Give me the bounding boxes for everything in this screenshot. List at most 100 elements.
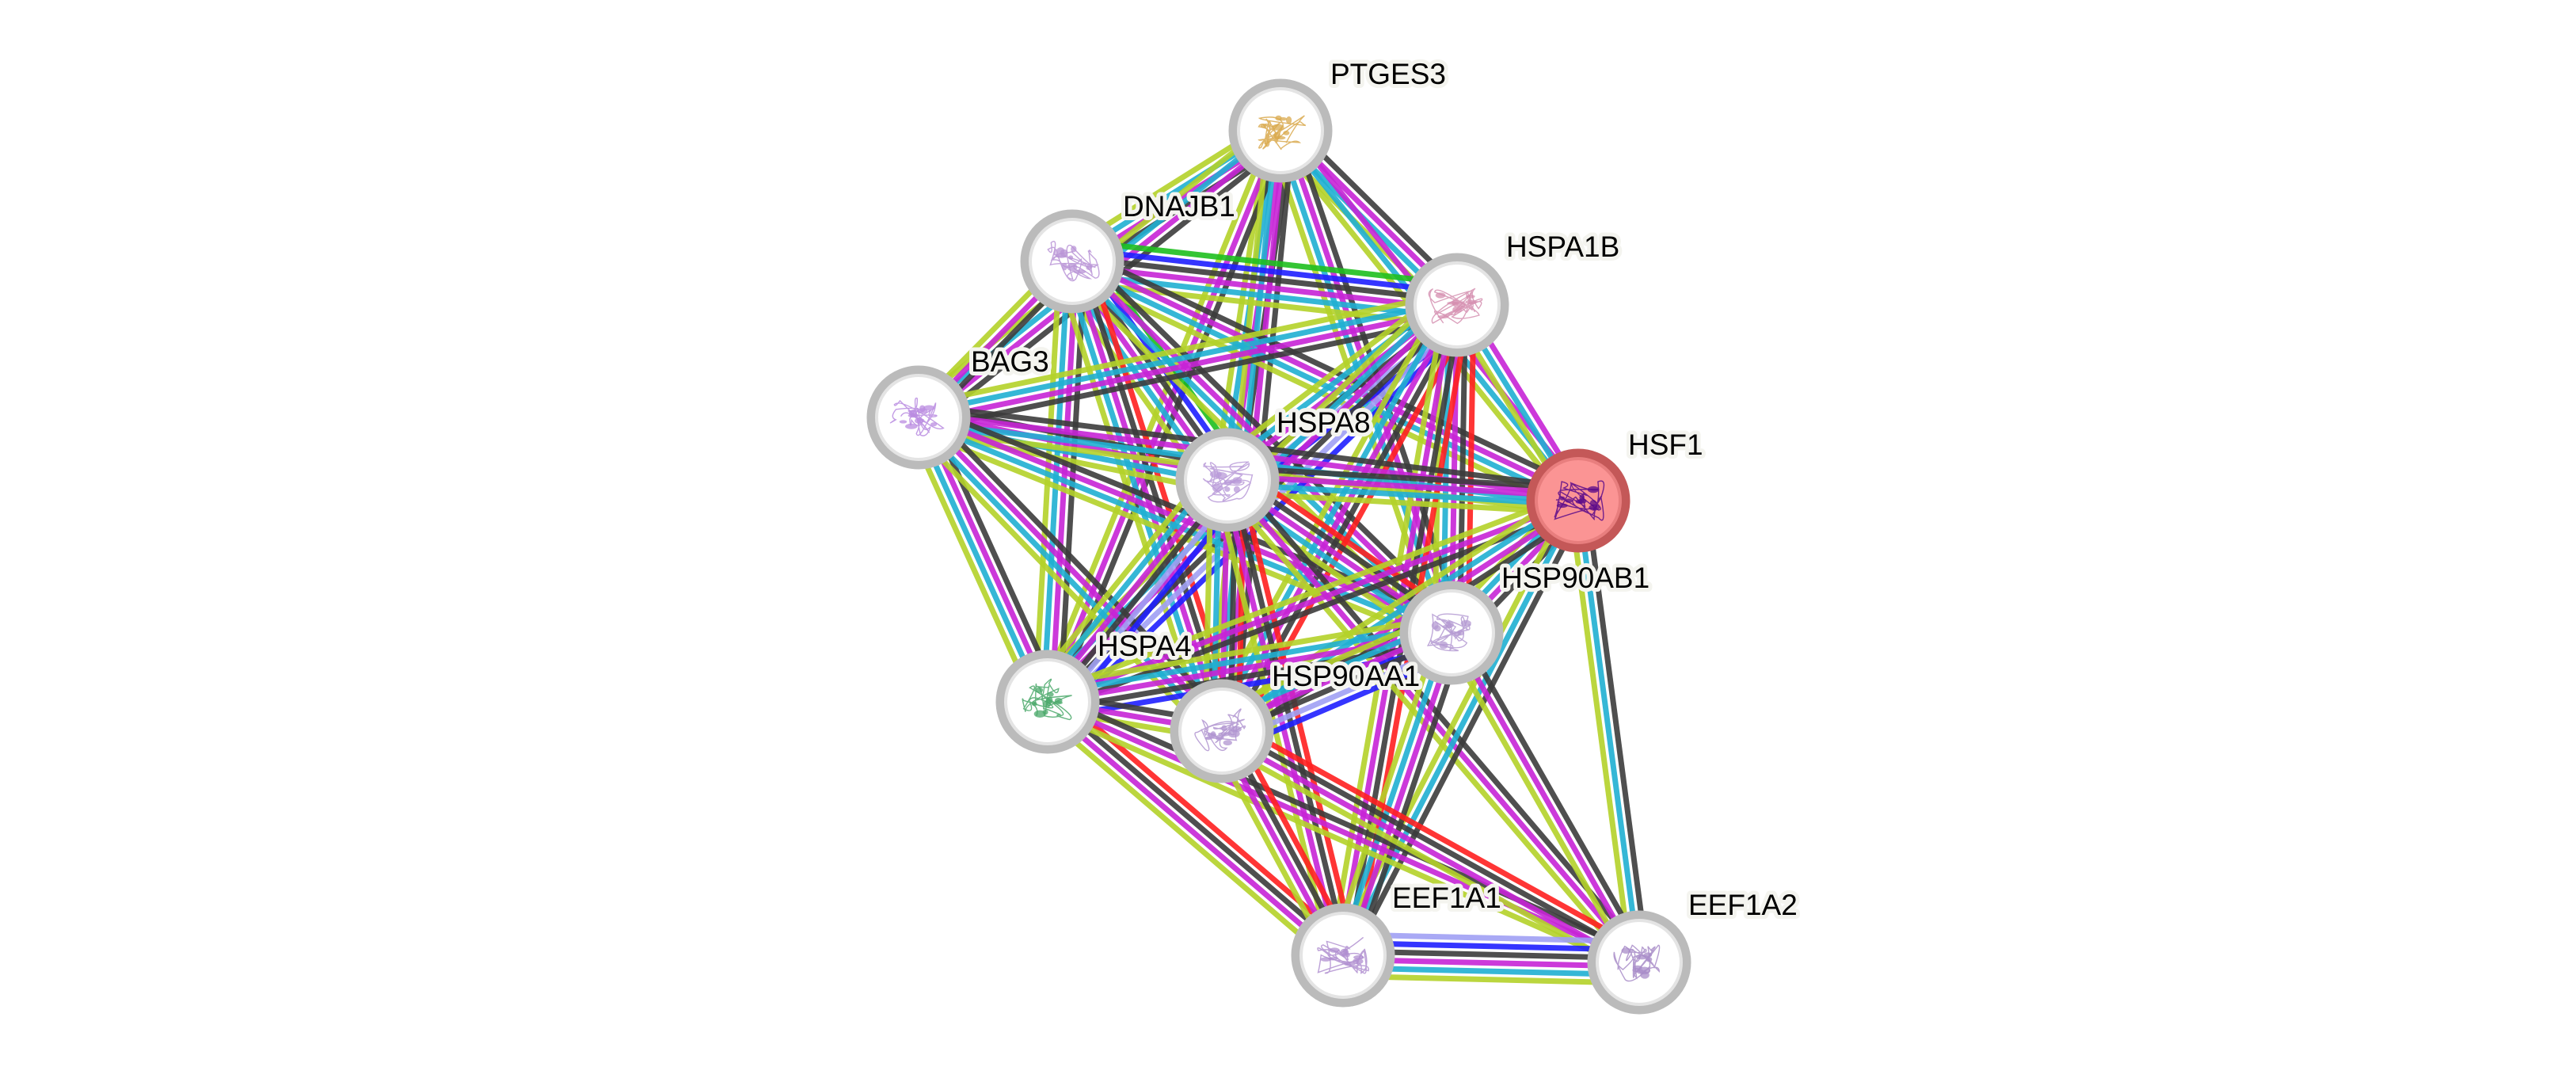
edge-evidence-databases — [912, 417, 1047, 705]
edge-evidence-textmining — [1069, 279, 1455, 329]
edge-evidence-coexpression — [1048, 638, 1454, 713]
edge-evidence-coexpression — [1352, 635, 1467, 961]
node-circle[interactable] — [1170, 679, 1274, 783]
edge-evidence-databases — [1218, 494, 1578, 730]
node-label-hsp90aa1[interactable]: HSP90AA1 — [1268, 656, 1424, 696]
edge-evidence-databases — [1336, 631, 1451, 955]
edge-evidence-textmining — [1226, 490, 1578, 516]
edge-evidence-coexpression — [920, 314, 1460, 432]
node-inner-shade — [1408, 589, 1495, 676]
protein-structure-icon — [1194, 708, 1246, 752]
edge-evidence-textmining — [904, 421, 1039, 708]
node-eef1a2[interactable] — [1587, 910, 1691, 1015]
edge-evidence-textmining — [1212, 286, 1447, 466]
edge-evidence-coexpression — [1227, 464, 1580, 491]
protein-structure-icon — [1022, 678, 1072, 721]
edge-evidence-textmining — [1567, 501, 1634, 964]
node-inner-shade — [1004, 658, 1091, 745]
edge-evidence-textmining — [1044, 613, 1450, 688]
protein-structure-icon — [1047, 241, 1100, 282]
protein-structure-icon — [1317, 936, 1369, 974]
edge-evidence-experiments — [1047, 630, 1452, 705]
edge-evidence-cooccurrence — [1073, 246, 1459, 295]
edge-evidence-experiments — [1227, 473, 1579, 500]
node-label-hsf1[interactable]: HSF1 — [1624, 425, 1707, 465]
edge-evidence-textmining — [907, 424, 1216, 742]
node-hsf1[interactable] — [1526, 448, 1630, 553]
protein-structure-icon — [1428, 288, 1483, 325]
node-hspa1b[interactable] — [1405, 253, 1509, 357]
edge-evidence-databases — [917, 298, 1457, 417]
edge-evidence-coexpression — [920, 402, 1231, 471]
edge-evidence-coexpression — [1076, 247, 1585, 492]
edge-evidence-textmining — [1044, 490, 1577, 697]
node-dnajb1[interactable] — [1020, 209, 1124, 314]
node-hspa4[interactable] — [995, 650, 1100, 754]
edge-evidence-textmining — [1214, 739, 1635, 976]
edge-hspa1b-bag3[interactable] — [915, 290, 1460, 432]
edge-hsf1-eef1a2[interactable] — [1567, 499, 1650, 964]
edge-evidence-neighborhood — [1074, 238, 1460, 288]
edge-evidence-coexpression — [1348, 503, 1589, 961]
node-circle[interactable] — [1587, 910, 1691, 1015]
edge-evidence-experiments — [1344, 633, 1459, 958]
protein-structure-icon — [1554, 480, 1605, 521]
node-inner-shade — [1596, 919, 1683, 1006]
node-hspa8[interactable] — [1175, 428, 1280, 532]
node-inner-shade — [1184, 436, 1271, 524]
edge-evidence-databases — [1575, 500, 1642, 963]
node-ptges3[interactable] — [1228, 78, 1333, 183]
node-circle[interactable] — [1020, 209, 1124, 314]
edge-hsp90ab1-eef1a2[interactable] — [1441, 627, 1649, 968]
edge-evidence-coexpression — [1222, 725, 1643, 962]
nodes-layer — [866, 78, 1691, 1015]
edge-evidence-coexpression — [1456, 627, 1649, 960]
edge-evidence-databases — [1041, 261, 1071, 702]
edge-evidence-databases — [1069, 262, 1578, 507]
node-label-ptges3[interactable]: PTGES3 — [1326, 54, 1450, 94]
edge-evidence-experiments — [1448, 631, 1642, 964]
node-hsp90ab1[interactable] — [1399, 581, 1504, 685]
node-label-hsp90ab1[interactable]: HSP90AB1 — [1497, 558, 1653, 598]
protein-structure-icon — [1613, 944, 1661, 982]
node-label-eef1a2[interactable]: EEF1A2 — [1684, 885, 1802, 925]
edge-evidence-experiments — [1043, 703, 1342, 961]
edge-evidence-textmining — [1029, 465, 1214, 691]
node-label-hspa4[interactable]: HSPA4 — [1094, 626, 1196, 666]
protein-structure-icon — [1202, 461, 1254, 503]
node-hsp90aa1[interactable] — [1170, 679, 1274, 783]
node-label-dnajb1[interactable]: DNAJB1 — [1119, 186, 1239, 227]
node-inner-shade — [875, 374, 962, 461]
node-label-hspa1b[interactable]: HSPA1B — [1502, 227, 1623, 267]
edge-evidence-coexpression — [1048, 696, 1348, 954]
edge-evidence-experiments — [1218, 732, 1639, 969]
edge-evidence-textmining — [1342, 973, 1639, 986]
edge-hsp90aa1-eef1a2[interactable] — [1214, 718, 1647, 976]
edge-dnajb1-hspa1b[interactable] — [1069, 238, 1460, 329]
edge-evidence-experiments — [919, 412, 1227, 730]
protein-structure-icon — [1258, 115, 1307, 150]
edge-evidence-databases — [1045, 622, 1451, 697]
edge-evidence-textmining — [915, 290, 1455, 409]
edge-hspa8-hsf1[interactable] — [1226, 464, 1580, 516]
node-bag3[interactable] — [866, 365, 971, 470]
edge-evidence-textmining — [1441, 635, 1634, 968]
edge-evidence-coexpression — [1583, 499, 1650, 962]
edge-evidence-textmining — [1043, 707, 1638, 973]
node-label-eef1a1[interactable]: EEF1A1 — [1388, 878, 1505, 918]
edge-evidence-databases — [1227, 481, 1578, 508]
edge-evidence-homology — [1343, 932, 1640, 945]
edge-evidence-textmining — [1037, 709, 1337, 967]
node-label-hspa8[interactable]: HSPA8 — [1273, 402, 1375, 443]
node-inner-shade — [1535, 457, 1622, 544]
node-inner-shade — [1178, 688, 1265, 775]
node-circle[interactable] — [866, 365, 971, 470]
node-inner-shade — [1299, 912, 1387, 999]
edge-evidence-experiments — [1071, 262, 1457, 312]
edge-evidence-coexpression — [1072, 254, 1458, 304]
node-label-bag3[interactable]: BAG3 — [967, 341, 1053, 382]
edge-hsp90ab1-eef1a1[interactable] — [1328, 627, 1467, 961]
node-eef1a1[interactable] — [1291, 903, 1395, 1008]
